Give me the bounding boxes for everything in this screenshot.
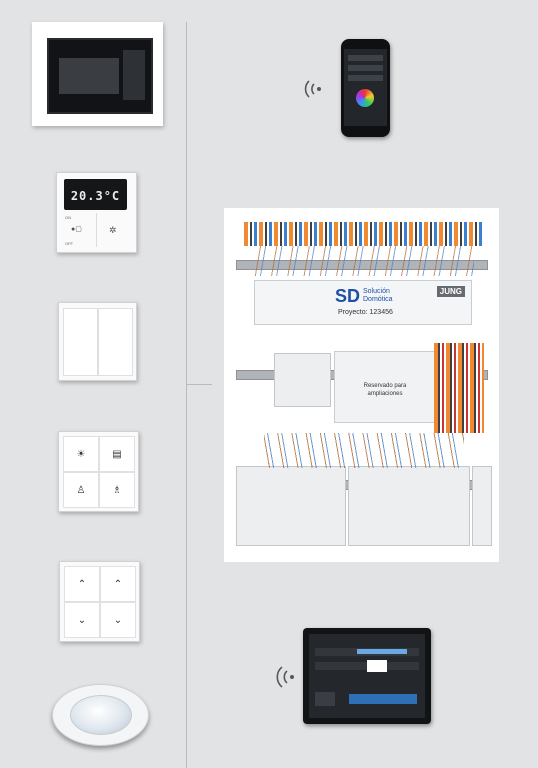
terminal-blocks-right	[434, 343, 484, 433]
rocker-left	[63, 308, 98, 376]
mode-icon: ●▢	[71, 226, 82, 233]
wiring-bundle	[264, 433, 464, 468]
arrow-down-icon: ⌄	[64, 602, 100, 638]
motion-sensor-lens	[70, 695, 132, 735]
slider-track	[357, 649, 407, 654]
circuit-breaker	[472, 466, 492, 546]
ceiling-light-icon: ♗	[99, 472, 135, 508]
wifi-icon	[276, 666, 298, 690]
wiring-bundle	[254, 246, 474, 276]
cursor-highlight	[367, 660, 387, 672]
arrow-down-icon: ⌄	[100, 602, 136, 638]
vertical-divider	[186, 22, 187, 768]
blind-icon: ▤	[99, 436, 135, 472]
thermostat-off-label: OFF	[65, 241, 73, 246]
arrow-up-icon: ⌃	[100, 566, 136, 602]
light-icon: ☀	[63, 436, 99, 472]
touch-panel-device	[32, 22, 163, 126]
visualization-screen	[309, 634, 425, 718]
divider-connector	[187, 384, 212, 385]
arrow-up-icon: ⌃	[64, 566, 100, 602]
four-key-arrow-push-button: ⌃ ⌃ ⌄ ⌄	[59, 561, 140, 642]
fan-icon: ✲	[109, 225, 117, 235]
color-wheel	[356, 89, 374, 107]
thermostat-temperature: 20.3°C	[70, 189, 121, 203]
thermostat-display: 20.3°C	[64, 179, 127, 210]
smartphone-screen	[344, 49, 387, 126]
day-selector	[349, 694, 417, 704]
switch-actuator-left	[236, 466, 346, 546]
rocker-right	[98, 308, 133, 376]
lamp-icon: ♙	[63, 472, 99, 508]
sd-logo: SD	[335, 286, 361, 306]
visualization-display	[303, 628, 431, 724]
power-supply-module	[274, 353, 331, 407]
project-number: Proyecto: 123456	[338, 309, 393, 316]
touch-panel-screen	[47, 38, 153, 114]
thermostat-device: 20.3°C ON OFF ✲ ●▢	[56, 172, 137, 253]
switch-actuator-right	[348, 466, 470, 546]
four-key-push-button: ☀ ▤ ♙ ♗	[58, 431, 139, 512]
thermostat-on-label: ON	[65, 215, 71, 220]
wifi-icon	[303, 80, 325, 100]
jung-logo: JUNG	[436, 286, 465, 297]
motion-sensor-device	[52, 684, 149, 746]
double-rocker-switch	[58, 302, 137, 381]
smartphone-device	[341, 39, 390, 137]
terminal-blocks-top	[244, 222, 484, 246]
